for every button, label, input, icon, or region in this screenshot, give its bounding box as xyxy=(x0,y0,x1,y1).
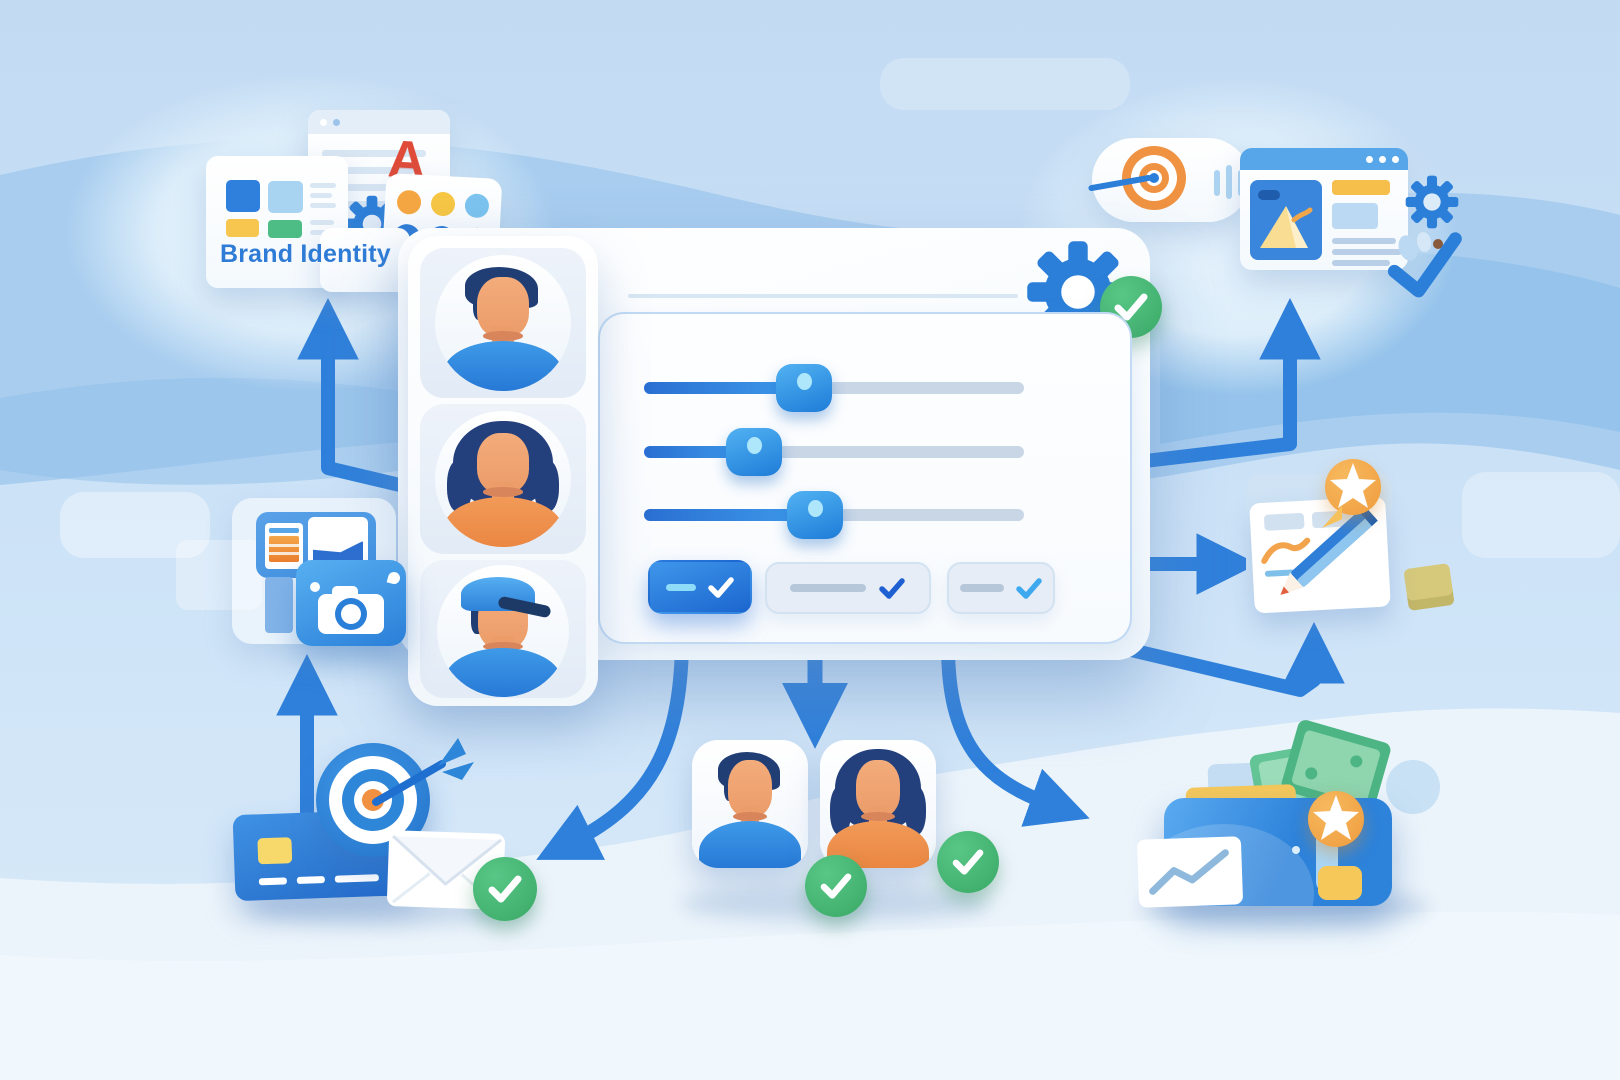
color-swatch[interactable] xyxy=(226,180,260,212)
text-line xyxy=(322,184,426,191)
browser-dot xyxy=(1392,156,1399,163)
decor-streak xyxy=(880,58,1130,110)
slider-knob[interactable] xyxy=(775,364,832,412)
camera-card[interactable] xyxy=(296,560,406,646)
document-cluster xyxy=(1230,450,1470,630)
approved-profile-woman[interactable] xyxy=(820,740,936,868)
label-plate xyxy=(320,228,410,292)
option-chip-2[interactable] xyxy=(765,562,931,614)
chart-card xyxy=(1137,836,1243,908)
option-chip-3[interactable] xyxy=(947,562,1055,614)
check-circle-icon xyxy=(473,857,537,921)
decor-streak xyxy=(60,492,210,558)
avatar-woman xyxy=(820,740,936,868)
text-line xyxy=(1332,249,1402,255)
browser-window xyxy=(1240,148,1408,270)
arrow-v-to-document xyxy=(1099,621,1345,697)
decor-streak xyxy=(1462,472,1620,558)
headline-bar xyxy=(1332,180,1390,195)
signal-bar xyxy=(1214,170,1220,196)
profile-tile-man-cap[interactable] xyxy=(420,560,586,698)
text-line xyxy=(310,193,332,198)
text-line xyxy=(322,150,426,157)
approval-ribbon-icon xyxy=(1387,232,1462,298)
paper-stack xyxy=(1403,563,1455,611)
text-line xyxy=(310,230,330,235)
card-header-line xyxy=(628,294,1018,298)
slider-fill xyxy=(644,382,804,394)
slider-1[interactable] xyxy=(644,364,1024,412)
signature-icon xyxy=(1261,537,1311,564)
targeting-cluster xyxy=(210,700,560,940)
document-sheet xyxy=(1249,496,1391,614)
image-mountain-icon[interactable] xyxy=(1250,180,1322,260)
approved-profiles-cluster xyxy=(660,720,1020,930)
approved-profile-man[interactable] xyxy=(692,740,808,868)
check-circle-icon xyxy=(805,855,867,917)
profile-tile-man[interactable] xyxy=(420,248,586,398)
text-line xyxy=(1332,238,1396,244)
arrow-up-to-webpage xyxy=(1121,297,1321,470)
palette-dot xyxy=(396,189,422,215)
check-icon xyxy=(879,578,905,599)
window-dot xyxy=(320,119,327,126)
text-line xyxy=(1332,260,1390,266)
option-label-bar xyxy=(666,583,696,591)
text-line xyxy=(310,183,336,188)
avatar-man xyxy=(435,255,571,391)
browser-dot xyxy=(1366,156,1373,163)
profile-column xyxy=(408,236,598,706)
option-chip-1[interactable] xyxy=(648,560,752,614)
camera-icon xyxy=(296,560,406,646)
palette-dot xyxy=(430,191,456,217)
slider-fill xyxy=(644,509,815,521)
arrow-curve-to-wallet xyxy=(941,638,1090,827)
window-dot xyxy=(333,119,340,126)
slider-knob[interactable] xyxy=(787,491,843,539)
color-swatch[interactable] xyxy=(268,181,303,213)
option-label-bar xyxy=(960,584,1004,592)
star-badge-icon xyxy=(1325,459,1381,515)
browser-titlebar xyxy=(1240,148,1408,170)
pencil-icon[interactable] xyxy=(1258,490,1398,620)
slider-2[interactable] xyxy=(644,428,1024,476)
palette-dot xyxy=(464,193,490,219)
window-titlebar xyxy=(308,110,450,134)
signal-bar xyxy=(1226,165,1232,199)
avatar-man-cap xyxy=(437,565,569,697)
media-cluster xyxy=(220,480,430,660)
content-block xyxy=(1332,203,1378,229)
target-center xyxy=(1149,173,1159,183)
sliders-panel xyxy=(598,312,1132,644)
brand-identity-label: Brand Identity xyxy=(220,240,391,268)
slider-3[interactable] xyxy=(644,491,1024,539)
webpage-cluster xyxy=(1080,130,1480,310)
text-line xyxy=(322,167,414,174)
text-line xyxy=(310,220,334,225)
text-line xyxy=(322,201,402,208)
avatar-woman xyxy=(435,411,571,547)
star-badge-icon xyxy=(1308,791,1364,847)
avatar-man xyxy=(692,740,808,868)
chart-bar xyxy=(265,577,293,633)
decor-circle xyxy=(1386,760,1440,814)
text-line xyxy=(310,203,336,208)
wallet-cluster xyxy=(1120,700,1460,920)
profile-tile-woman[interactable] xyxy=(420,404,586,554)
check-icon xyxy=(708,577,734,598)
check-circle-icon xyxy=(937,831,999,893)
color-swatch[interactable] xyxy=(268,220,302,238)
dart-icon xyxy=(372,738,474,806)
mini-report xyxy=(265,523,303,569)
arrow-curve-to-email xyxy=(536,638,689,860)
color-swatch[interactable] xyxy=(226,219,259,237)
slider-knob[interactable] xyxy=(726,428,783,476)
check-icon xyxy=(1016,578,1042,599)
option-label-bar xyxy=(790,584,866,592)
browser-dot xyxy=(1379,156,1386,163)
wallet-clasp xyxy=(1318,866,1362,900)
